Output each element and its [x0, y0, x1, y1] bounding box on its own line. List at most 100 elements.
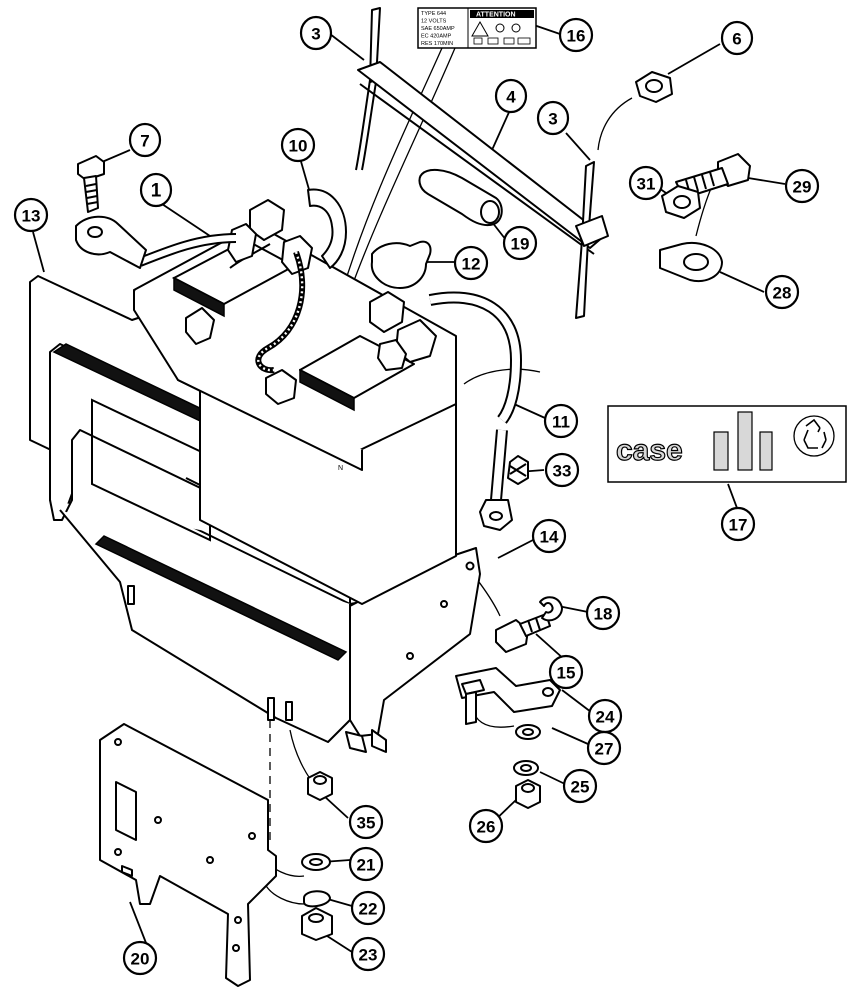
callout-10: 10 — [280, 127, 316, 163]
callout-circle — [350, 936, 386, 972]
decal-heading: ATTENTION — [476, 12, 516, 19]
callout-label: 3 — [548, 110, 557, 129]
callout-23: 23 — [350, 936, 386, 972]
callout-3a: 3 — [299, 15, 333, 51]
callout-label: 16 — [567, 27, 586, 46]
callout-circle — [764, 274, 800, 310]
callout-24: 24 — [587, 698, 623, 734]
callout-circle — [536, 100, 570, 136]
callout-circle — [350, 890, 386, 926]
callout-6: 6 — [720, 20, 754, 56]
battery-decal: ATTENTION TYPE 644 12 VOLTS SAE 650AMP E… — [417, 7, 537, 49]
callout-circle — [586, 730, 622, 766]
callout-circle — [558, 17, 594, 53]
callout-13: 13 — [13, 197, 49, 233]
fasteners — [77, 71, 751, 941]
callout-11: 11 — [543, 403, 579, 439]
callout-circle — [348, 846, 384, 882]
callout-label: 18 — [594, 605, 613, 624]
callout-circle — [13, 197, 49, 233]
callout-label: 33 — [553, 462, 572, 481]
callout-circle — [543, 403, 579, 439]
battery-cables — [75, 215, 523, 531]
callout-circle — [502, 225, 538, 261]
decal-line-2: 12 VOLTS — [421, 19, 447, 25]
callout-19: 19 — [502, 225, 538, 261]
callout-14: 14 — [531, 518, 567, 554]
callout-label: 11 — [552, 413, 570, 432]
callout-label: 7 — [140, 132, 149, 151]
callout-22: 22 — [350, 890, 386, 926]
callout-12: 12 — [453, 245, 489, 281]
callout-17: 17 — [720, 506, 756, 542]
callout-4: 4 — [494, 78, 528, 114]
callout-circle — [494, 78, 528, 114]
callout-21: 21 — [348, 846, 384, 882]
callout-28: 28 — [764, 274, 800, 310]
callout-circle — [280, 127, 316, 163]
battery: N — [133, 188, 457, 605]
callout-circle — [720, 506, 756, 542]
callout-circle — [122, 940, 158, 976]
callout-circle — [544, 452, 580, 488]
callout-label: 17 — [729, 516, 748, 535]
callout-26: 26 — [468, 808, 504, 844]
callout-label: 26 — [477, 818, 496, 837]
callout-label: 22 — [359, 900, 378, 919]
callout-circle — [299, 15, 333, 51]
callout-7: 7 — [128, 122, 162, 158]
brand-decal: case — [607, 405, 847, 483]
decal-line-4: EC 420AMP — [421, 34, 452, 40]
reference-curves — [263, 47, 713, 905]
callout-label: 35 — [357, 814, 376, 833]
callout-label: 13 — [22, 207, 41, 226]
callout-circle — [453, 245, 489, 281]
callout-circle — [128, 122, 162, 158]
callout-label: 15 — [557, 664, 576, 683]
decal-line-3: SAE 650AMP — [421, 26, 455, 32]
callout-label: 24 — [596, 708, 615, 727]
callout-label: 12 — [462, 255, 481, 274]
callout-27: 27 — [586, 730, 622, 766]
callout-18: 18 — [585, 595, 621, 631]
callout-label: 29 — [793, 178, 812, 197]
callout-15: 15 — [548, 654, 584, 690]
callout-label: 20 — [131, 950, 150, 969]
callout-label: 3 — [311, 25, 320, 44]
callout-label: 10 — [289, 137, 308, 156]
decal-line-1: TYPE 644 — [421, 11, 446, 17]
callout-31: 31 — [628, 165, 664, 201]
callout-29: 29 — [784, 168, 820, 204]
callout-35: 35 — [348, 804, 384, 840]
callout-20: 20 — [122, 940, 158, 976]
svg-text:N: N — [338, 465, 343, 472]
callout-label: 1 — [151, 181, 162, 202]
callout-circle — [585, 595, 621, 631]
callout-circle — [720, 20, 754, 56]
callout-16: 16 — [558, 17, 594, 53]
callout-label: 6 — [732, 30, 741, 49]
callout-1: 1 — [139, 172, 173, 208]
callout-label: 23 — [359, 946, 378, 965]
callout-label: 28 — [773, 284, 792, 303]
recycle-icon — [793, 415, 835, 457]
callout-label: 14 — [540, 528, 559, 547]
callout-label: 25 — [571, 778, 590, 797]
callout-circle — [784, 168, 820, 204]
callout-circle — [548, 654, 584, 690]
callout-circle — [348, 804, 384, 840]
callout-3b: 3 — [536, 100, 570, 136]
hold-down-hardware — [355, 7, 609, 319]
mounting-plate — [99, 723, 277, 987]
callout-label: 4 — [506, 88, 516, 107]
callout-label: 27 — [595, 740, 614, 759]
callout-circle — [628, 165, 664, 201]
callout-circle — [562, 768, 598, 804]
callout-label: 19 — [511, 235, 530, 254]
callout-label: 31 — [637, 175, 656, 194]
callout-circle — [531, 518, 567, 554]
callout-circle — [139, 172, 173, 208]
callout-33: 33 — [544, 452, 580, 488]
callout-label: 21 — [357, 856, 376, 875]
